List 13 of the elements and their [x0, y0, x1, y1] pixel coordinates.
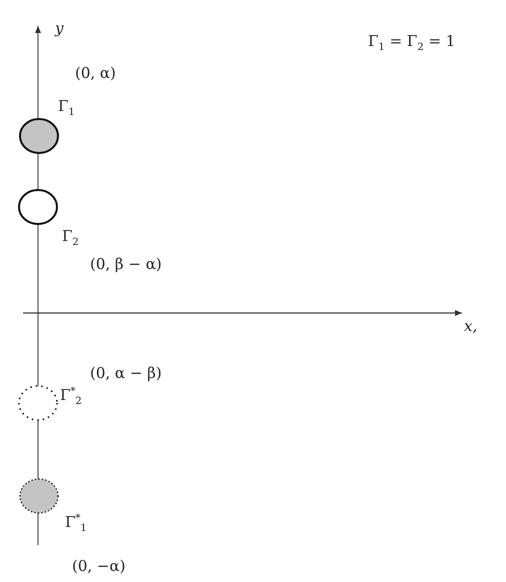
point-label: (0, α)	[75, 65, 116, 82]
axis-label: y	[55, 20, 64, 36]
point-label: (0, −α)	[72, 558, 126, 574]
axis-label: x,	[464, 318, 478, 334]
vortex-circle	[17, 384, 59, 422]
vortex-circle	[18, 117, 60, 155]
vortex-circle	[17, 188, 59, 226]
vortex-circle	[18, 477, 60, 515]
point-label: (0, β − α)	[90, 256, 162, 272]
point-label: (0, α − β)	[90, 365, 162, 382]
formula: Γ$_{1}$ = Γ$_{2}$ = 1	[368, 33, 456, 53]
point-label: Γ$_{2}$	[62, 228, 79, 248]
point-label: Γ$_{1}$	[58, 98, 75, 118]
